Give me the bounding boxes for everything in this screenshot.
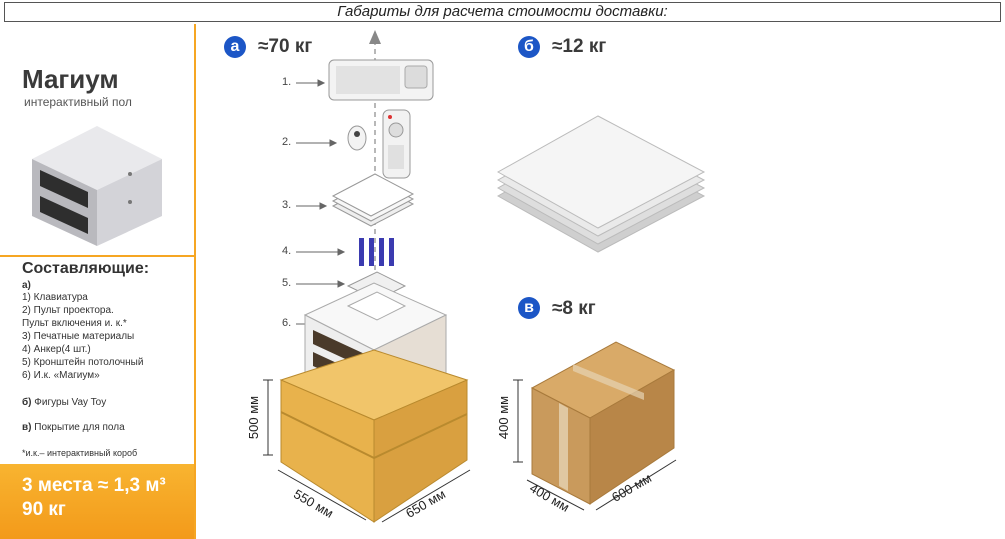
components-b-label: б) [22,397,32,408]
weight-b: ≈12 кг [552,36,607,57]
badge-b: б [518,36,540,58]
summary-weight: 90 кг [22,499,66,520]
components-c-text: Покрытие для пола [34,422,125,433]
summary-panel: 3 места ≈ 1,3 м³ 90 кг [0,464,194,539]
step-number: 1. [282,76,292,88]
product-subtitle: интерактивный пол [24,95,132,109]
component-item: Пульт включения и. к.* [22,318,127,329]
sidebar: Магиум интерактивный пол Составляющие: а… [0,24,196,539]
documents-icon [331,173,415,227]
components-c-label: в) [22,422,32,433]
component-item: 3) Печатные материалы [22,331,135,342]
product-title: Магиум [22,64,119,94]
badge-a: а [224,36,246,58]
badge-c: в [518,297,540,319]
weight-c: ≈8 кг [552,298,596,319]
floor-tiles-icon [496,115,706,253]
anchor-icon [359,238,394,266]
dimension-height-a: 500 мм [246,395,262,440]
components-b-text: Фигуры Vay Toy [34,397,107,408]
step-number: 3. [282,199,292,211]
component-c: в) Покрытие для пола [22,422,125,433]
component-item: 4) Анкер(4 шт.) [22,344,91,355]
sidebar-divider [0,255,194,257]
cardboard-box-icon [530,341,676,505]
summary-volume: 3 места ≈ 1,3 м³ [22,475,166,496]
crate-icon [279,349,469,523]
component-item: 6) И.к. «Магиум» [22,370,100,381]
component-item: 1) Клавиатура [22,292,88,303]
step-number: 2. [282,136,292,148]
component-item: 2) Пульт проектора. [22,305,114,316]
keyboard-icon [328,59,434,101]
page-banner: Габариты для расчета стоимости доставки: [4,2,1001,22]
component-b: б) Фигуры Vay Toy [22,397,106,408]
step-number: 4. [282,245,292,257]
remote-icon [347,109,411,179]
component-item: 5) Кронштейн потолочный [22,357,144,368]
components-title: Составляющие: [22,260,150,277]
footnote: *и.к.– интерактивный короб [22,448,138,458]
device-illustration [32,126,162,246]
step-number: 5. [282,277,292,289]
step-number: 6. [282,317,292,329]
dimension-height-c: 400 мм [496,395,512,440]
weight-a: ≈70 кг [258,36,313,57]
components-a-label: а) [22,280,31,291]
